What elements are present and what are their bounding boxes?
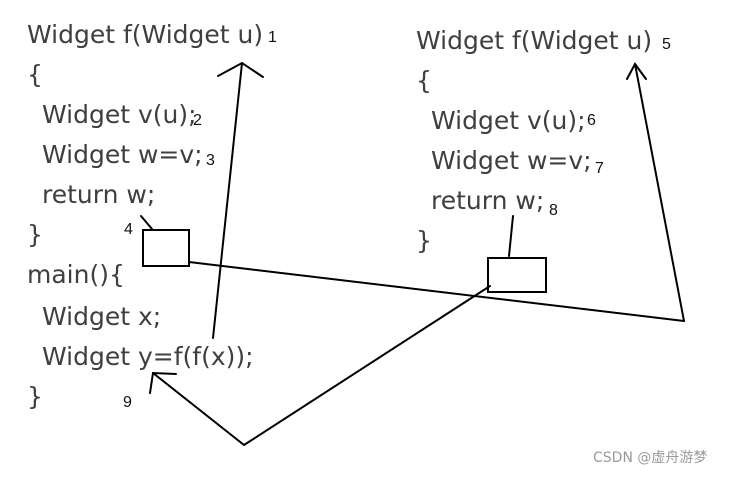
- pointer-right-box: [508, 215, 514, 257]
- right-f-signature: Widget f(Widget u): [416, 26, 653, 55]
- marker-7: 7: [595, 160, 604, 177]
- arrow-left-box-to-right-f: [188, 261, 685, 322]
- left-f-line-w: Widget w=v;: [42, 140, 203, 169]
- arrow-right-box-down: [243, 285, 491, 446]
- watermark: CSDN @虚舟游梦: [593, 450, 708, 466]
- left-f-close-brace: }: [27, 220, 43, 249]
- marker-5: 5: [662, 36, 671, 53]
- arrowhead-right-f: [626, 62, 647, 80]
- marker-8: 8: [549, 202, 558, 219]
- right-f-open-brace: {: [416, 66, 432, 95]
- right-f-close-brace: }: [416, 226, 432, 255]
- left-f-open-brace: {: [27, 60, 43, 89]
- main-line-x: Widget x;: [42, 302, 162, 331]
- left-f-signature: Widget f(Widget u): [27, 20, 264, 49]
- main-close-brace: }: [27, 382, 43, 411]
- temp-box-left: [142, 229, 190, 267]
- right-f-line-return: return w;: [431, 186, 545, 215]
- left-f-line-v: Widget v(u);: [42, 100, 197, 129]
- marker-1: 1: [268, 29, 277, 46]
- arrow-back-to-main-y: [152, 372, 245, 446]
- arrow-main-to-left-f: [212, 62, 243, 339]
- arrow-up-to-right-f: [634, 63, 685, 322]
- arrowhead-left-f: [217, 61, 264, 78]
- right-f-line-w: Widget w=v;: [431, 146, 592, 175]
- temp-box-right: [487, 257, 547, 293]
- marker-3: 3: [206, 152, 215, 169]
- arrow-strokes: [140, 61, 685, 446]
- marker-9: 9: [123, 394, 132, 411]
- main-signature: main(){: [27, 260, 125, 289]
- marker-4: 4: [124, 221, 133, 238]
- left-f-line-return: return w;: [42, 180, 156, 209]
- main-line-y: Widget y=f(f(x));: [42, 342, 254, 371]
- arrowhead-main-y: [149, 371, 177, 394]
- pointer-left-box: [140, 215, 153, 230]
- right-f-line-v: Widget v(u);: [431, 106, 586, 135]
- marker-6: 6: [587, 112, 596, 129]
- marker-2: 2: [193, 112, 202, 129]
